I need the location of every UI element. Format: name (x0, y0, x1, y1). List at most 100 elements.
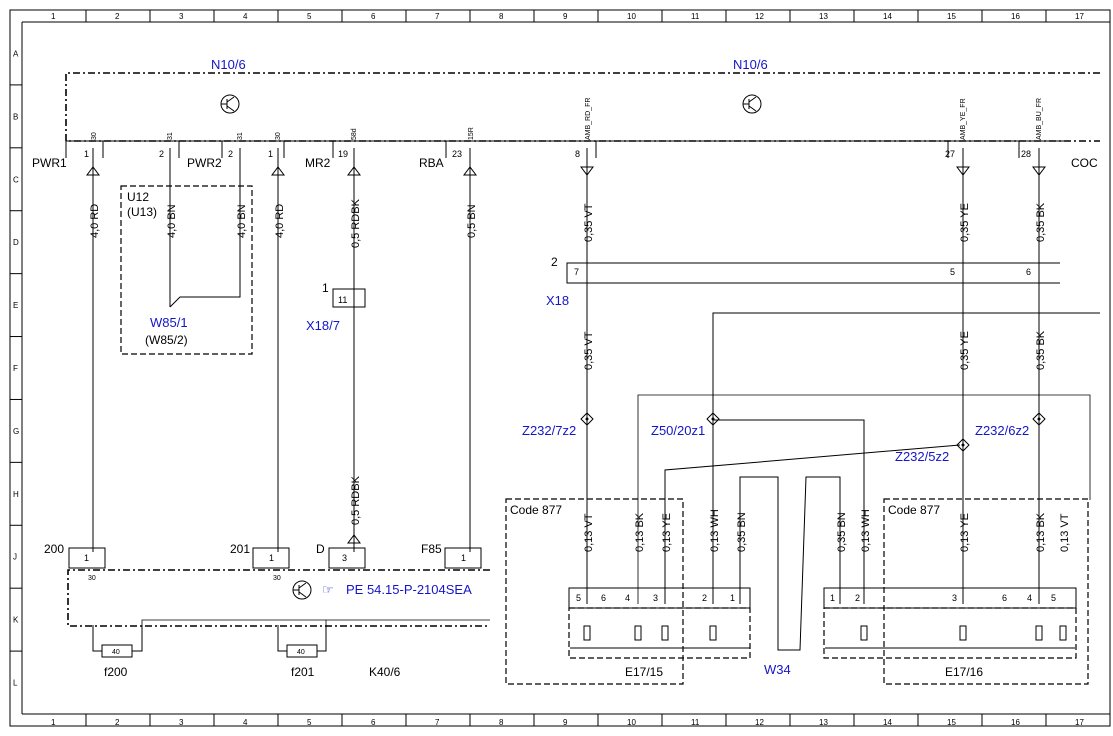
svg-text:5: 5 (1051, 593, 1056, 603)
grid-column-label: 3 (179, 12, 184, 21)
svg-text:0,35 YE: 0,35 YE (959, 203, 971, 242)
grid-column-label: 5 (307, 718, 312, 727)
z232-7z2-label: Z232/7z2 (522, 423, 576, 438)
svg-text:F85: F85 (421, 542, 442, 556)
mr2-label: MR2 (305, 156, 331, 170)
n10-module-outline (65, 72, 1100, 142)
svg-text:0,35 BK: 0,35 BK (1035, 330, 1047, 370)
svg-text:1: 1 (269, 553, 274, 563)
grid-column-label: 12 (755, 12, 764, 21)
svg-text:11: 11 (338, 295, 347, 305)
svg-text:5: 5 (950, 267, 955, 277)
svg-text:7: 7 (574, 267, 579, 277)
k40-connector-d (328, 547, 366, 569)
svg-text:2: 2 (159, 149, 164, 159)
svg-text:4,0 RD: 4,0 RD (274, 204, 286, 238)
pwr2-label: PWR2 (187, 156, 222, 170)
svg-text:15R: 15R (468, 127, 475, 140)
x18-label: X18 (546, 293, 569, 308)
grid-column-label: 8 (499, 718, 504, 727)
svg-text:30: 30 (91, 132, 98, 140)
transistor-icon (292, 580, 312, 600)
svg-text:30: 30 (88, 575, 96, 582)
grid-row-label: G (13, 427, 19, 436)
k40-connector-200 (68, 547, 106, 569)
grid-column-label: 10 (627, 718, 636, 727)
code877-right-box (883, 498, 1089, 685)
svg-text:31: 31 (167, 132, 174, 140)
e17-16-module (823, 607, 1077, 659)
grid-column-label: 11 (691, 12, 700, 21)
splice-icon (1032, 412, 1046, 426)
svg-text:23: 23 (452, 149, 462, 159)
svg-text:Code 877: Code 877 (510, 503, 562, 517)
grid-column-label: 1 (51, 718, 56, 727)
fuse-201 (277, 625, 327, 658)
grid-column-label: 14 (883, 718, 892, 727)
grid-column-label: 11 (691, 718, 700, 727)
svg-text:0,13 YE: 0,13 YE (959, 513, 971, 552)
led-elements (570, 625, 750, 649)
svg-text:1: 1 (730, 593, 735, 603)
svg-text:5: 5 (576, 593, 581, 603)
grid-row-label: J (13, 553, 17, 562)
e17-15-module (568, 607, 751, 659)
grid-column-label: 13 (819, 718, 828, 727)
svg-text:30: 30 (273, 575, 281, 582)
u12-box (120, 185, 253, 355)
pwr1-label: PWR1 (32, 156, 67, 170)
grid-column-label: 6 (371, 718, 376, 727)
svg-text:4,0 RD: 4,0 RD (89, 204, 101, 238)
svg-text:0,5 RDBK: 0,5 RDBK (350, 475, 362, 525)
f201-label: f201 (291, 665, 315, 679)
svg-text:6: 6 (1026, 267, 1031, 277)
svg-text:0,35 VT: 0,35 VT (583, 331, 595, 370)
w85-2-label: (W85/2) (145, 333, 188, 347)
svg-text:4,0 BN: 4,0 BN (236, 204, 248, 238)
w34-label: W34 (764, 662, 791, 677)
svg-text:58d: 58d (351, 128, 358, 140)
grid-row-label: B (13, 112, 18, 121)
grid-column-label: 2 (115, 718, 120, 727)
svg-text:1: 1 (84, 553, 89, 563)
pe-ref-icon[interactable]: ☞ (322, 582, 334, 597)
grid-row-label: C (13, 175, 19, 184)
grid-row-label: F (13, 364, 18, 373)
svg-text:40: 40 (112, 649, 120, 656)
svg-text:AMB_BU_FR: AMB_BU_FR (1036, 98, 1043, 140)
grid-row-label: H (13, 490, 19, 499)
pe-reference-link[interactable]: PE 54.15-P-2104SEA (346, 582, 472, 597)
svg-text:2: 2 (702, 593, 707, 603)
grid-column-label: 15 (947, 12, 956, 21)
grid-row-label: E (13, 301, 18, 310)
k40-6-label: K40/6 (369, 665, 401, 679)
grid-column-label: 5 (307, 12, 312, 21)
svg-text:6: 6 (1002, 593, 1007, 603)
transistor-icon (742, 94, 762, 114)
k40-6-module (67, 569, 490, 627)
svg-text:D: D (316, 542, 325, 556)
svg-text:28: 28 (1021, 149, 1031, 159)
svg-text:8: 8 (575, 149, 580, 159)
svg-text:AMB_YE_FR: AMB_YE_FR (960, 98, 967, 140)
z232-5z2-label: Z232/5z2 (895, 449, 949, 464)
grid-row-label: A (13, 49, 19, 58)
svg-text:1: 1 (830, 593, 835, 603)
svg-text:0,13 YE: 0,13 YE (661, 513, 673, 552)
grid-column-label: 12 (755, 718, 764, 727)
splice-icon (580, 412, 594, 426)
z50-20z1-label: Z50/20z1 (651, 423, 705, 438)
svg-text:1: 1 (268, 149, 273, 159)
svg-text:4: 4 (625, 593, 630, 603)
svg-text:1: 1 (461, 553, 466, 563)
svg-text:40: 40 (297, 649, 305, 656)
grid-column-label: 4 (243, 718, 248, 727)
svg-text:AMB_RD_FR: AMB_RD_FR (585, 98, 592, 140)
grid-column-label: 1 (51, 12, 56, 21)
svg-text:Code 877: Code 877 (888, 503, 940, 517)
led-elements (825, 625, 1075, 649)
svg-text:4: 4 (1027, 593, 1032, 603)
grid-column-label: 16 (1011, 12, 1020, 21)
svg-text:31: 31 (237, 132, 244, 140)
